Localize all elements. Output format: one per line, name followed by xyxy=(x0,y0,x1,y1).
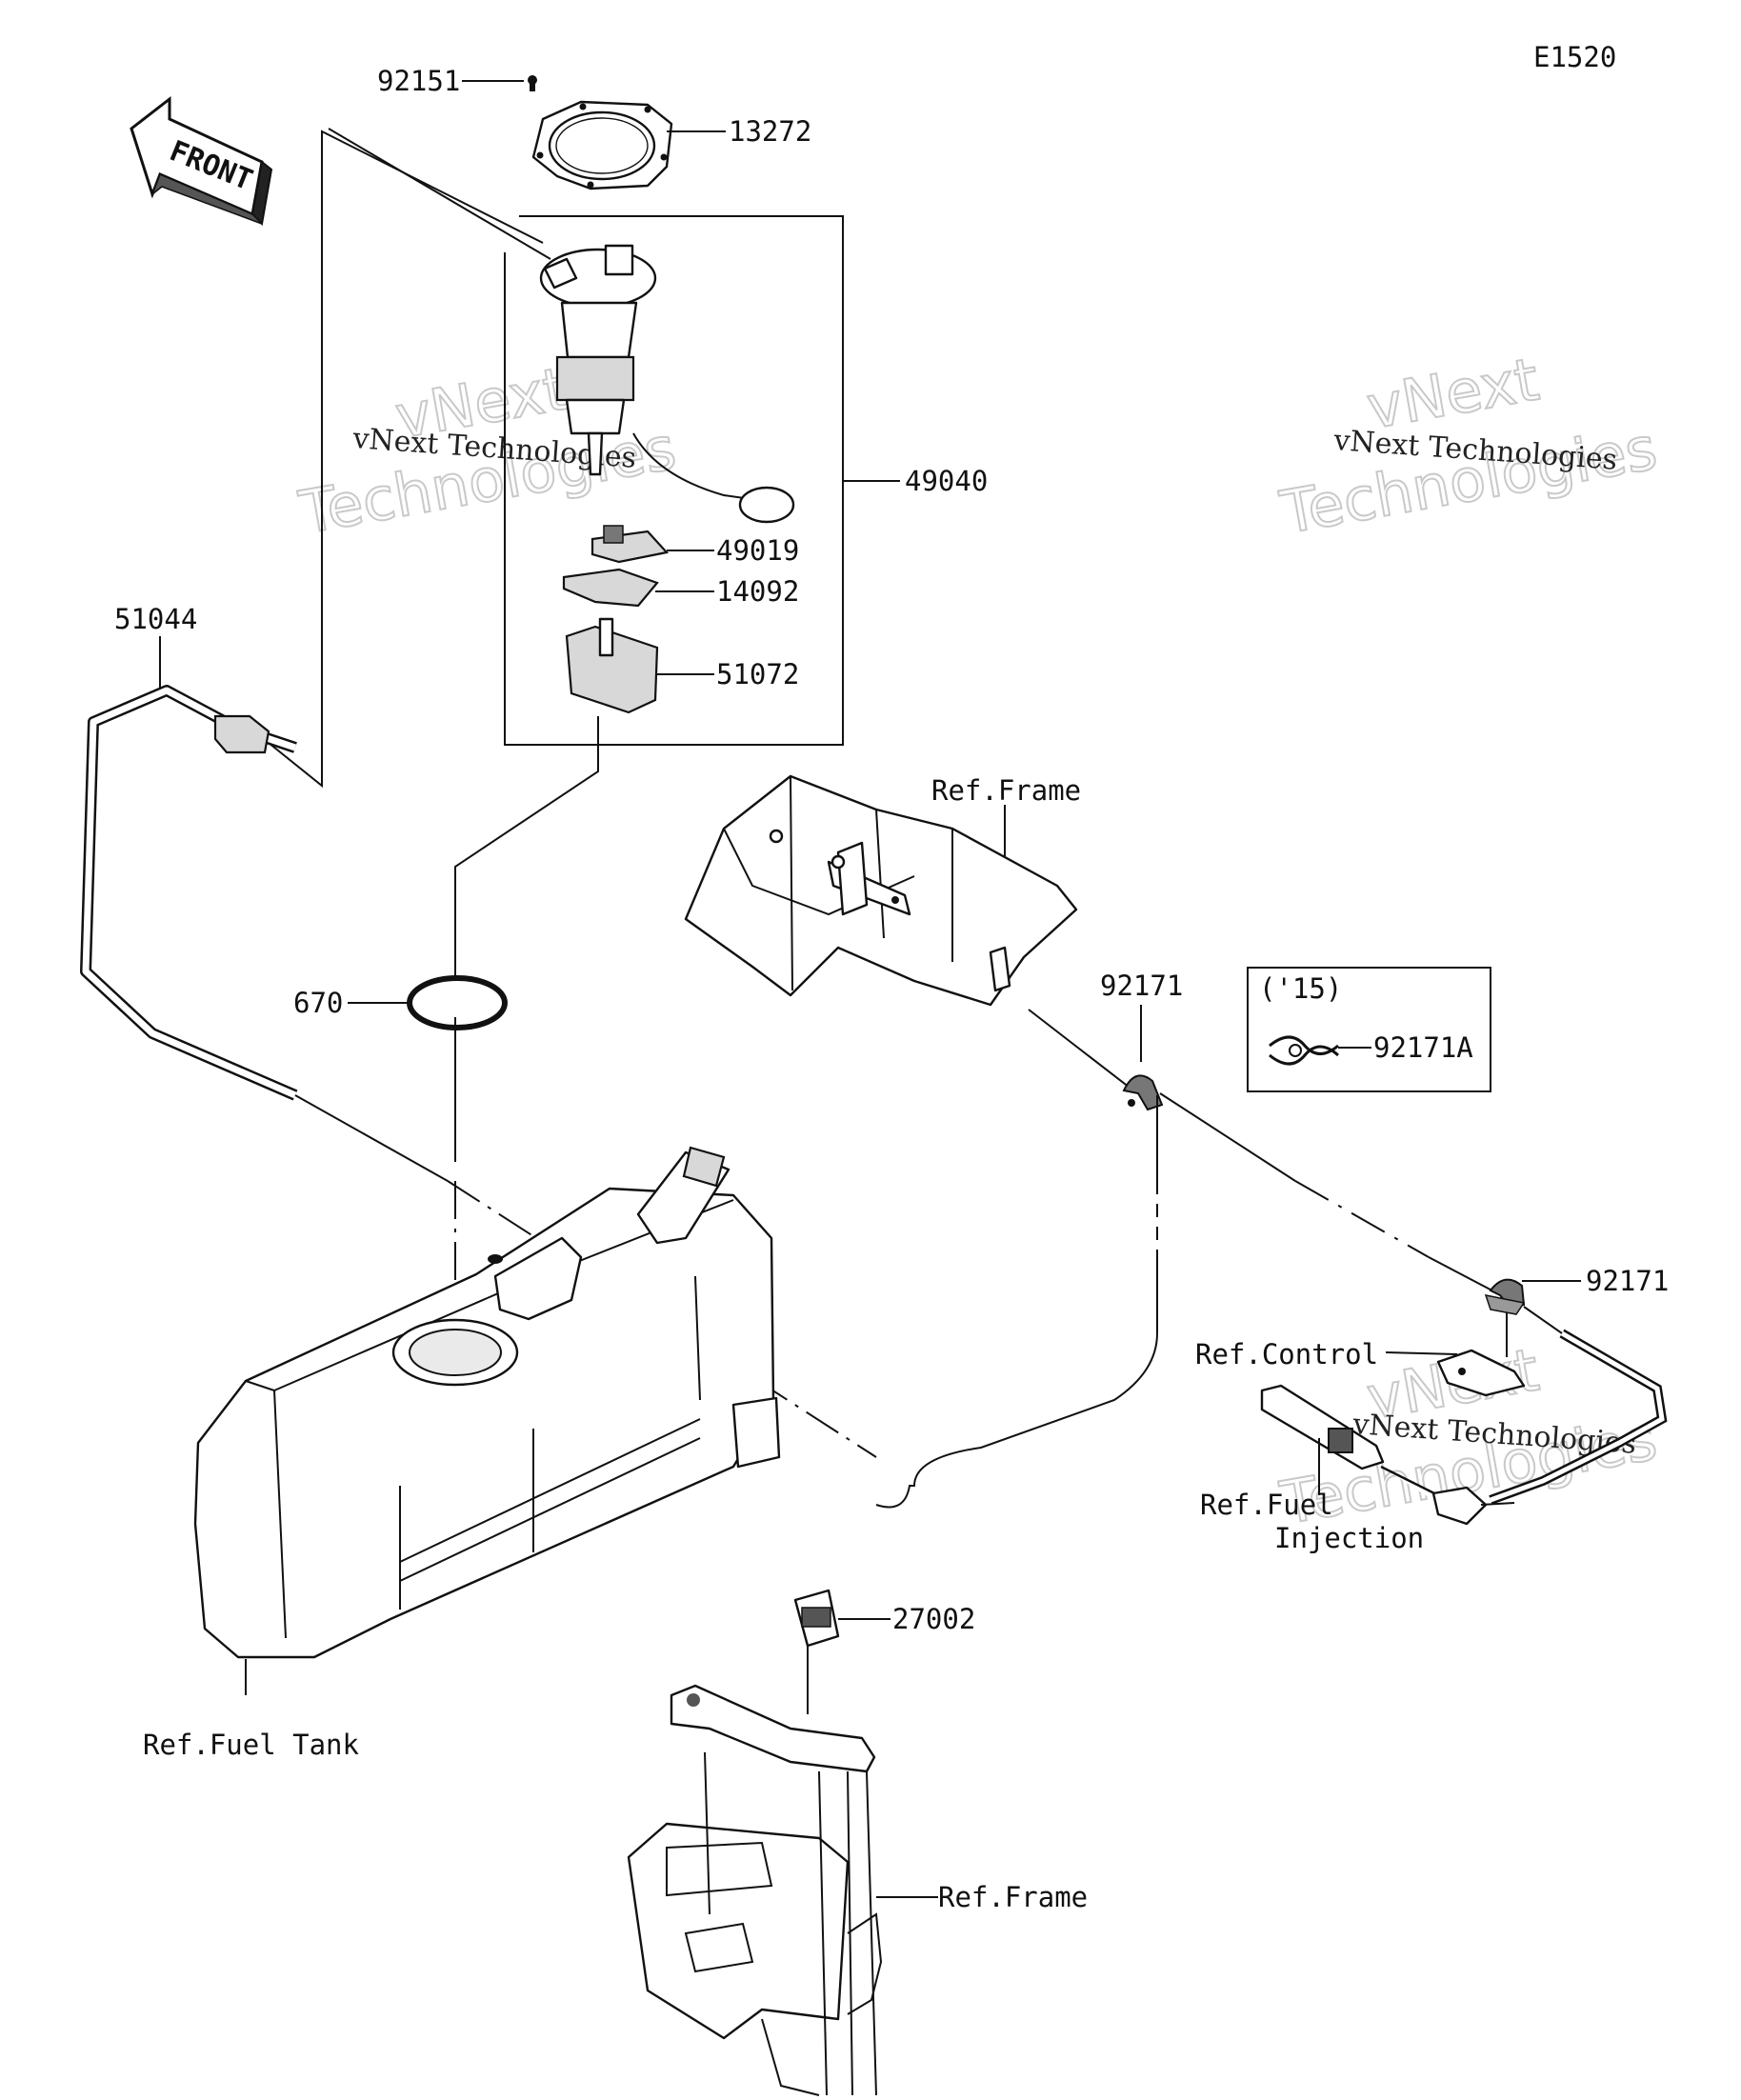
callout-92171A: 92171A xyxy=(1373,1031,1473,1064)
ref-frame-bottom-drawing xyxy=(627,1684,883,2096)
ref-frame-top-drawing xyxy=(684,774,1078,1007)
hose-right xyxy=(1489,1306,1668,1505)
callout-ref-fuel-injection-line1: Ref.Fuel xyxy=(1200,1489,1333,1521)
callout-92171-right: 92171 xyxy=(1586,1265,1669,1297)
callout-92171-top: 92171 xyxy=(1100,970,1183,1002)
part-51044-hose xyxy=(80,685,298,1101)
part-92171-clamp-top xyxy=(1122,1074,1164,1111)
callout-ref-control: Ref.Control xyxy=(1195,1338,1378,1370)
part-27002-connector xyxy=(793,1589,840,1648)
ref-fuel-tank-drawing xyxy=(193,1146,781,1659)
ref-fuel-injection-drawing xyxy=(1260,1384,1515,1526)
part-49040-fuel-pump xyxy=(539,244,795,524)
ref-control-drawing xyxy=(1436,1349,1526,1397)
callout-670: 670 xyxy=(293,987,343,1019)
part-92171-clamp-right xyxy=(1484,1278,1526,1315)
front-arrow-icon: FRONT xyxy=(130,95,273,227)
callout-ref-fuel-injection-line2: Injection xyxy=(1274,1522,1424,1554)
callout-ref-frame-top: Ref.Frame xyxy=(931,774,1081,807)
variant-note: ('15) xyxy=(1259,972,1342,1005)
callout-14092: 14092 xyxy=(716,575,799,608)
callout-27002: 27002 xyxy=(892,1603,975,1635)
callout-92151: 92151 xyxy=(377,65,460,97)
callout-51072: 51072 xyxy=(716,658,799,690)
part-51072 xyxy=(565,617,659,714)
callout-ref-fuel-tank: Ref.Fuel Tank xyxy=(143,1729,360,1761)
callout-51044: 51044 xyxy=(114,603,197,635)
diagram-code: E1520 xyxy=(1533,41,1616,73)
part-92151-screw xyxy=(462,75,537,91)
variant-box xyxy=(1247,967,1491,1092)
callout-49040: 49040 xyxy=(905,465,988,497)
part-92171A-clamp xyxy=(1269,1035,1340,1066)
callout-13272: 13272 xyxy=(729,115,811,148)
part-670-o-ring xyxy=(407,975,508,1030)
callout-49019: 49019 xyxy=(716,534,799,567)
part-14092 xyxy=(562,568,659,608)
callout-ref-frame-bottom: Ref.Frame xyxy=(938,1881,1088,1913)
part-13272-gasket xyxy=(531,100,673,190)
part-49019 xyxy=(590,525,670,564)
